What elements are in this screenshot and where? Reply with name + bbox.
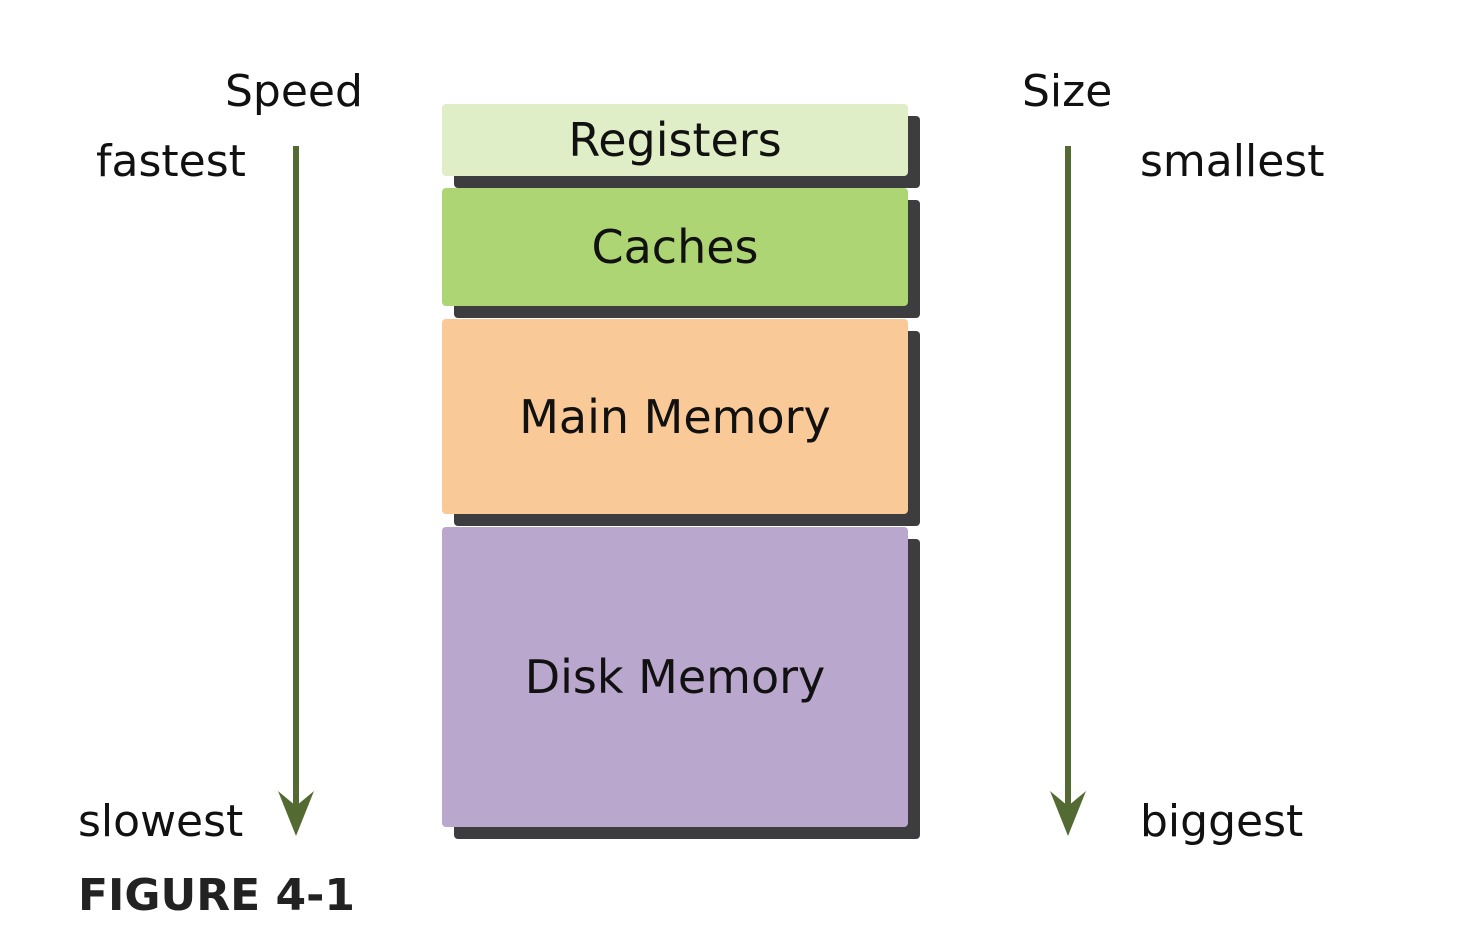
speed-top-label: fastest [96, 136, 246, 187]
main-memory-label: Main Memory [442, 319, 908, 514]
caches-label: Caches [442, 188, 908, 306]
speed-arrow-icon [278, 146, 314, 836]
size-arrow-icon [1050, 146, 1086, 836]
size-bottom-label: biggest [1140, 796, 1304, 847]
figure-caption: FIGURE 4-1 [78, 870, 356, 921]
disk-memory-block: Disk Memory [442, 527, 920, 839]
registers-block: Registers [442, 104, 920, 188]
main-memory-block: Main Memory [442, 319, 920, 526]
registers-label: Registers [442, 104, 908, 176]
size-title: Size [1022, 66, 1113, 117]
disk-memory-label: Disk Memory [442, 527, 908, 827]
speed-title: Speed [225, 66, 363, 117]
speed-bottom-label: slowest [78, 796, 244, 847]
size-top-label: smallest [1140, 136, 1325, 187]
caches-block: Caches [442, 188, 920, 318]
